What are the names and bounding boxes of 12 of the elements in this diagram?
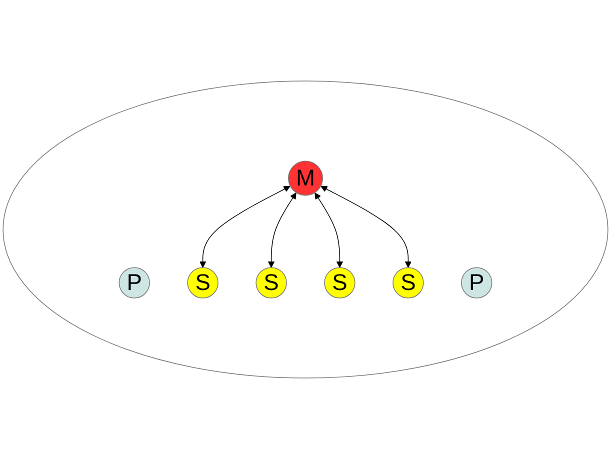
node-circle: S	[324, 268, 356, 299]
node-circle: S	[392, 268, 424, 299]
arrow	[268, 193, 296, 268]
node-circle: P	[118, 268, 150, 299]
arrow	[314, 193, 344, 268]
arrow	[320, 186, 412, 268]
node-circle: S	[256, 268, 287, 299]
node-circle: M	[288, 161, 323, 196]
cluster	[2, 81, 608, 379]
node-circle: P	[461, 268, 492, 299]
node-circle: S	[187, 268, 218, 299]
arrow	[199, 186, 290, 268]
